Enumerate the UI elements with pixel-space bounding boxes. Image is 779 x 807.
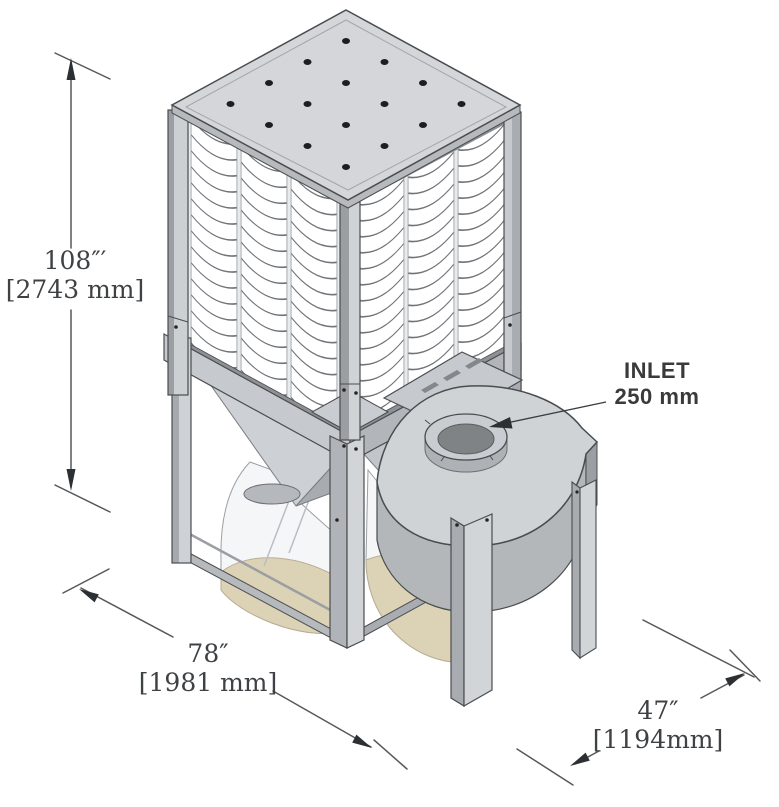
depth-metric: [1194mm] bbox=[592, 724, 724, 754]
height-metric: [2743 mm] bbox=[5, 274, 145, 304]
blower-leg-front bbox=[450, 513, 493, 708]
corner-post-left bbox=[167, 109, 189, 396]
filter-cartridges-left-face bbox=[188, 112, 342, 436]
dimension-arrow bbox=[79, 589, 99, 603]
inlet-pointer-arrow bbox=[489, 417, 513, 429]
height-imperial: 108″′ bbox=[43, 246, 107, 275]
inlet-size: 250 mm bbox=[614, 384, 700, 410]
inlet-callout-label: INLET 250 mm bbox=[587, 358, 727, 411]
height-dimension-label: 108″′ [2743 mm] bbox=[5, 246, 145, 304]
dimension-arrow bbox=[352, 734, 372, 748]
dimension-arrow bbox=[66, 469, 76, 491]
inlet-title: INLET bbox=[623, 358, 691, 383]
dimension-arrow bbox=[66, 58, 76, 80]
depth-dimension bbox=[516, 619, 761, 786]
width-metric: [1981 mm] bbox=[138, 667, 278, 697]
dimension-arrow bbox=[725, 673, 745, 687]
bolt-holes bbox=[226, 38, 466, 170]
blower-inlet-ring bbox=[424, 413, 508, 473]
dimension-annotations bbox=[54, 52, 761, 786]
width-dimension-label: 78″ [1981 mm] bbox=[118, 639, 298, 697]
corner-post-right bbox=[503, 111, 522, 396]
depth-imperial: 47″ bbox=[637, 696, 679, 725]
dimension-arrow bbox=[570, 752, 590, 766]
top-plate bbox=[170, 9, 522, 209]
corner-post-front bbox=[339, 201, 361, 451]
filter-cartridges-right-face bbox=[356, 110, 521, 436]
blower-assembly bbox=[376, 351, 599, 708]
width-dimension bbox=[62, 568, 408, 770]
height-dimension bbox=[54, 52, 111, 513]
depth-dimension-label: 47″ [1194mm] bbox=[573, 696, 743, 754]
stand-leg-front bbox=[329, 435, 365, 649]
blower-leg-right bbox=[571, 479, 597, 660]
inlet-pointer bbox=[489, 401, 607, 429]
width-imperial: 78″ bbox=[187, 639, 229, 668]
